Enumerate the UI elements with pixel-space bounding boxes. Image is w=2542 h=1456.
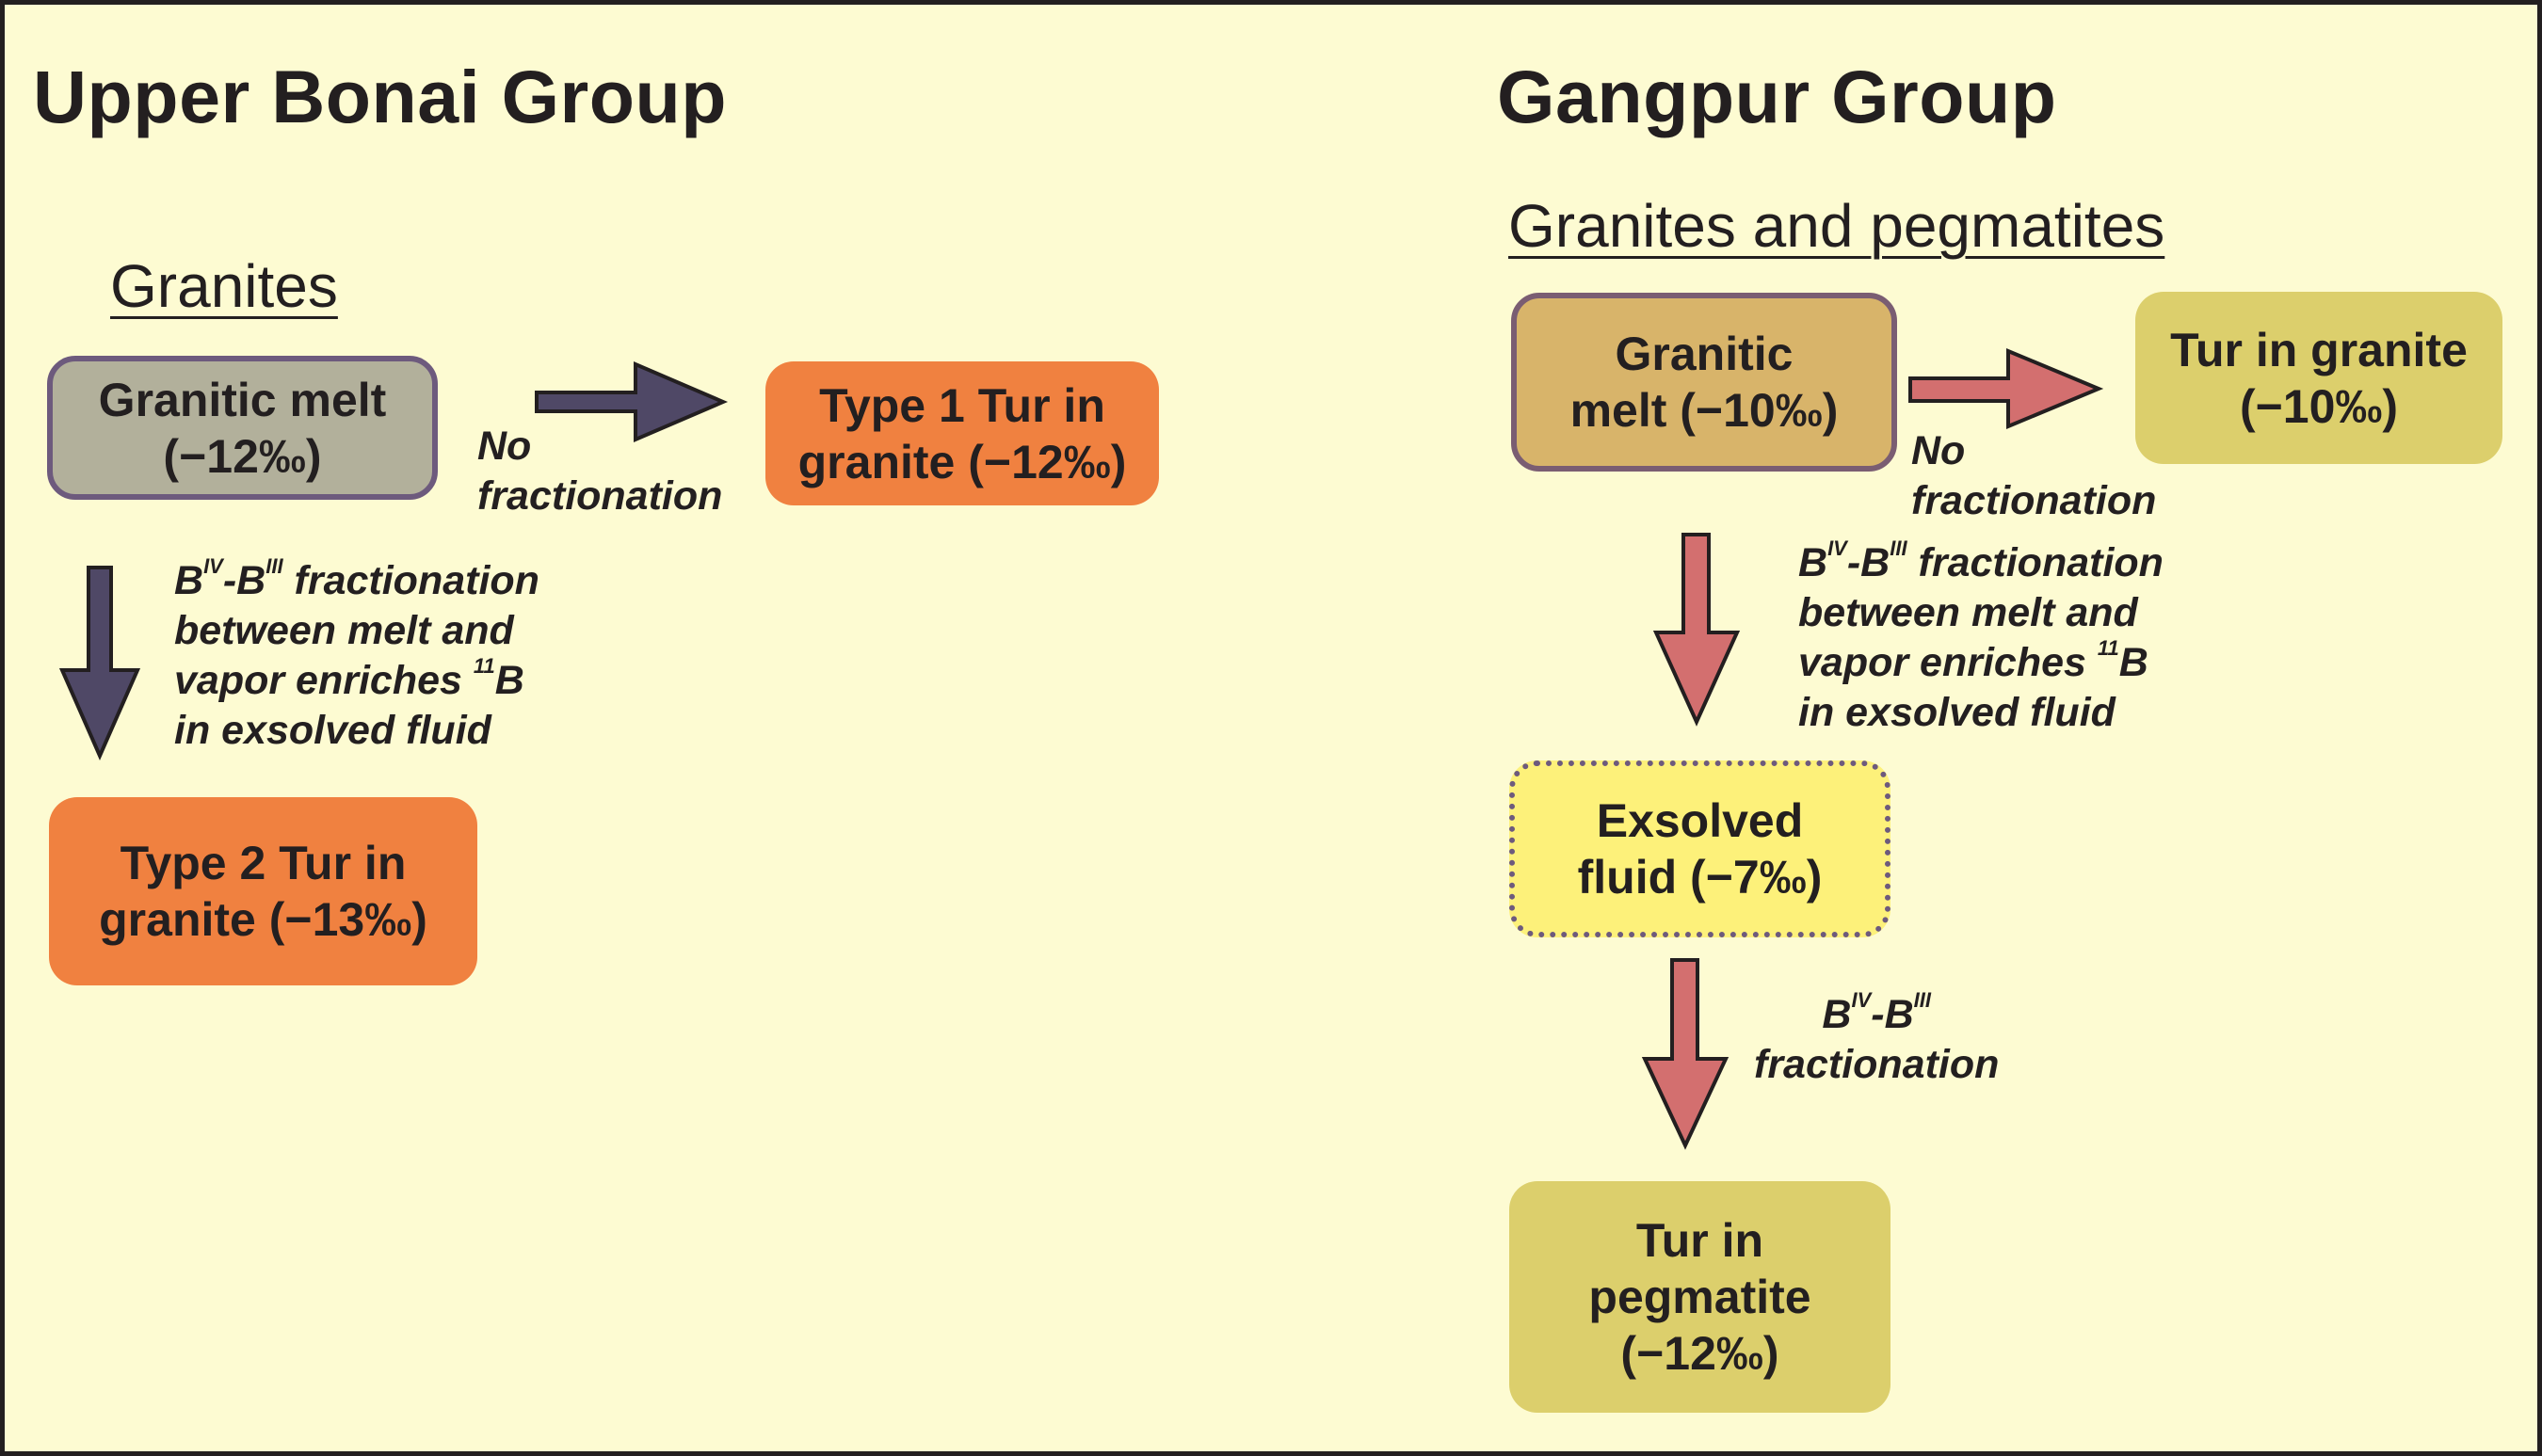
r-note-sup-11: 11 <box>2097 636 2119 660</box>
gangpur-title: Gangpur Group <box>1497 55 2057 138</box>
upper-bonai-title: Upper Bonai Group <box>33 55 728 138</box>
exsolved-line2: fluid (−7‰) <box>1577 851 1823 904</box>
tur-in-granite-box: Tur in granite (−10‰) <box>2135 292 2502 464</box>
r-note-line2: between melt and <box>1798 590 2138 635</box>
note-b: B <box>174 558 204 603</box>
exsolved-fluid-box: Exsolved fluid (−7‰) <box>1509 760 1890 937</box>
pegmatite-line3: (−12‰) <box>1620 1327 1779 1380</box>
right-no-fractionation-label: No fractionation <box>1911 426 2156 526</box>
left-no-line: No <box>477 424 532 469</box>
tur-granite-line1: Tur in granite <box>2170 323 2468 376</box>
pegmatite-line1: Tur in <box>1635 1214 1764 1267</box>
note-line4: in exsolved fluid <box>174 708 491 753</box>
right-horizontal-arrow <box>1908 348 2104 429</box>
r-note-sup-iv: IV <box>1827 536 1847 560</box>
r-note-dash-b: -B <box>1846 540 1890 585</box>
s-note-dash-b: -B <box>1871 992 1914 1037</box>
r-note-sup-iii: III <box>1890 536 1907 560</box>
s-note-sup-iii: III <box>1913 988 1931 1012</box>
s-note-sup-iv: IV <box>1851 988 1872 1012</box>
right-fractionation-note: BIV-BIII fractionation between melt and … <box>1798 538 2164 738</box>
note-dash-b: -B <box>222 558 266 603</box>
note-line1-rest: fractionation <box>282 558 539 603</box>
left-melt-line1: Granitic melt <box>98 373 387 426</box>
s-note-line2: fractionation <box>1754 1042 2000 1087</box>
arrows-layer <box>58 348 2104 1150</box>
type1-line1: Type 1 Tur in <box>819 378 1105 432</box>
note-sup-iii: III <box>265 554 283 578</box>
upper-bonai-subtitle: Granites <box>110 252 338 320</box>
left-fractionation-note: BIV-BIII fractionation between melt and … <box>174 556 539 756</box>
left-melt-line2: (−12‰) <box>163 429 322 483</box>
right-melt-line2: melt (−10‰) <box>1569 384 1839 437</box>
right-vertical-arrow-lower <box>1641 958 1730 1150</box>
s-note-b: B <box>1822 992 1852 1037</box>
right-no-line: No <box>1911 428 1966 473</box>
left-horizontal-arrow <box>535 360 729 443</box>
right-short-fractionation-note: BIV-BIII fractionation <box>1754 990 1999 1090</box>
left-no-fractionation-label: No fractionation <box>477 422 722 521</box>
note-sup-iv: IV <box>203 554 223 578</box>
r-note-line3-pre: vapor enriches <box>1798 640 2098 685</box>
tur-granite-line2: (−10‰) <box>2239 379 2399 433</box>
right-melt-line1: Granitic <box>1615 328 1794 380</box>
exsolved-line1: Exsolved <box>1596 794 1804 847</box>
type2-line1: Type 2 Tur in <box>120 837 407 889</box>
left-fractionation-line: fractionation <box>477 473 723 519</box>
left-vertical-arrow <box>58 566 141 760</box>
gangpur-subtitle: Granites and pegmatites <box>1508 192 2165 260</box>
type2-tur-box: Type 2 Tur in granite (−13‰) <box>49 797 477 985</box>
right-granitic-melt-box: Granitic melt (−10‰) <box>1511 293 1897 472</box>
r-note-line3-post: B <box>2118 640 2148 685</box>
r-note-line4: in exsolved fluid <box>1798 690 2116 735</box>
right-fractionation-line: fractionation <box>1911 478 2157 523</box>
note-line3-pre: vapor enriches <box>174 658 474 703</box>
right-vertical-arrow-upper <box>1652 533 1741 727</box>
note-sup-11: 11 <box>473 654 495 678</box>
type1-line2: granite (−12‰) <box>797 435 1127 488</box>
r-note-line1-rest: fractionation <box>1906 540 2164 585</box>
type1-tur-box: Type 1 Tur in granite (−12‰) <box>765 361 1159 505</box>
note-line3-post: B <box>494 658 524 703</box>
left-granitic-melt-box: Granitic melt (−12‰) <box>47 356 438 500</box>
r-note-b: B <box>1798 540 1828 585</box>
pegmatite-line2: pegmatite <box>1588 1271 1811 1323</box>
type2-line2: granite (−13‰) <box>99 893 427 946</box>
tur-in-pegmatite-box: Tur in pegmatite (−12‰) <box>1509 1181 1890 1413</box>
note-line2: between melt and <box>174 608 514 653</box>
